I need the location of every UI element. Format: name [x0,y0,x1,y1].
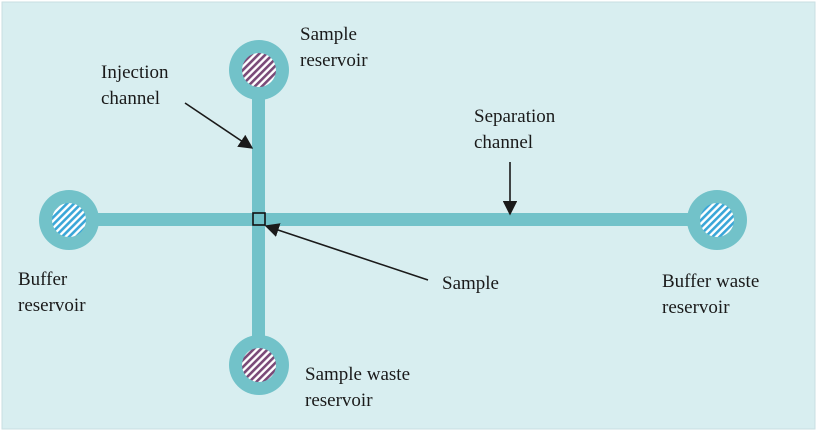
buffer-waste-reservoir-well [700,203,734,237]
injection-channel-label: Injection channel [101,62,173,109]
separation-channel [68,213,718,226]
buffer-reservoir [39,190,99,250]
sample-waste-reservoir [229,335,289,395]
sample-plug-box [252,212,266,226]
sample-waste-reservoir-label: Sample waste reservoir [305,364,415,411]
injection-channel [252,70,265,368]
sample-reservoir-label: Sample reservoir [300,24,368,71]
sample-reservoir [229,40,289,100]
buffer-waste-reservoir-label: Buffer waste reservoir [662,271,764,318]
separation-channel-label: Separation channel [474,106,560,153]
sample-arrow [264,223,429,281]
injection-channel-arrow [184,102,254,149]
sample-reservoir-well [242,53,276,87]
sample-waste-reservoir-well [242,348,276,382]
sample-label: Sample [442,273,499,294]
buffer-reservoir-well [52,203,86,237]
buffer-waste-reservoir [687,190,747,250]
buffer-reservoir-label: Buffer reservoir [18,269,86,316]
